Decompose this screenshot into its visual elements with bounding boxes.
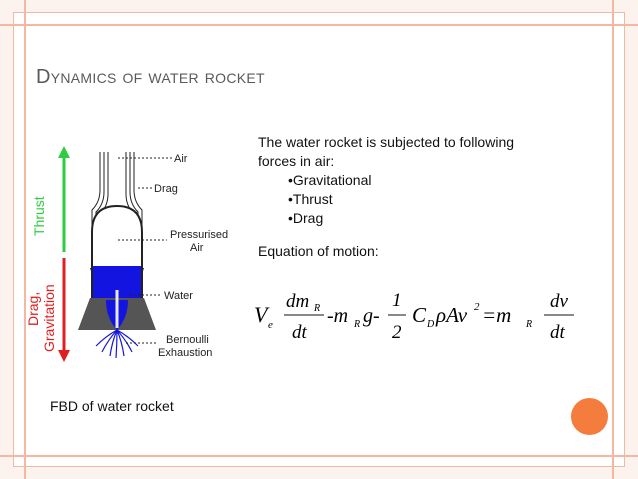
eq-sq: 2 — [474, 301, 480, 313]
thrust-arrowhead — [58, 146, 70, 158]
body-text: The water rocket is subjected to followi… — [258, 133, 578, 261]
eq-rhoav: ρAv — [435, 303, 468, 327]
eq-two: 2 — [392, 322, 402, 343]
drag-label: Drag, — [25, 292, 41, 326]
eq-dm: dm — [286, 291, 309, 312]
eq-ve-sub: e — [268, 319, 273, 331]
eq-mrg: -m — [327, 305, 348, 327]
slide-title: Dynamics of water rocket — [36, 66, 265, 88]
airflow-lines — [91, 152, 143, 270]
diagram-caption: FBD of water rocket — [50, 398, 174, 414]
callout-pressurised-2: Air — [190, 242, 204, 254]
eq-g: g- — [363, 305, 380, 327]
accent-dot — [571, 398, 608, 435]
thrust-label: Thrust — [31, 196, 47, 236]
frame-line-bottom — [0, 455, 638, 457]
eq-dv: dv — [550, 291, 569, 312]
exhaust-streams — [95, 329, 139, 359]
eq-ve: V — [254, 302, 270, 327]
eq-mrg-sub: R — [353, 319, 360, 330]
frame-line-top — [0, 24, 638, 26]
frame-line-right — [612, 0, 614, 479]
callout-bernoulli-1: Bernoulli — [166, 334, 209, 346]
intro-line-2: forces in air: — [258, 153, 335, 169]
gravity-arrowhead — [58, 350, 70, 362]
eq-one: 1 — [392, 290, 402, 311]
eq-mr-sub: R — [525, 319, 532, 330]
force-item-thrust: •Thrust — [288, 191, 333, 207]
callout-pressurised-1: Pressurised — [170, 229, 228, 241]
eq-c: C — [412, 303, 427, 327]
eq-c-sub: D — [426, 319, 435, 330]
equation-label: Equation of motion: — [258, 243, 379, 259]
callout-air: Air — [174, 153, 188, 165]
frame-line-left — [24, 0, 26, 479]
eq-dt-2: dt — [550, 322, 566, 343]
rocket-diagram: Thrust Drag, Gravitation — [25, 146, 228, 362]
callout-water: Water — [164, 290, 193, 302]
force-item-drag: •Drag — [288, 210, 324, 226]
callout-drag: Drag — [154, 183, 178, 195]
callout-bernoulli-2: Exhaustion — [158, 347, 212, 359]
equation-of-motion: V e dm R dt -m R g- 1 2 C D ρAv 2 =m R d… — [254, 290, 574, 343]
eq-dm-sub: R — [313, 303, 320, 314]
gravitation-label: Gravitation — [41, 284, 57, 352]
callout-lines — [118, 157, 172, 344]
intro-line-1: The water rocket is subjected to followi… — [258, 134, 515, 150]
force-item-gravitational: •Gravitational — [288, 172, 372, 188]
eq-dt-1: dt — [292, 322, 308, 343]
force-list: •Gravitational •Thrust •Drag — [258, 171, 578, 228]
eq-equals-m: =m — [482, 303, 511, 327]
